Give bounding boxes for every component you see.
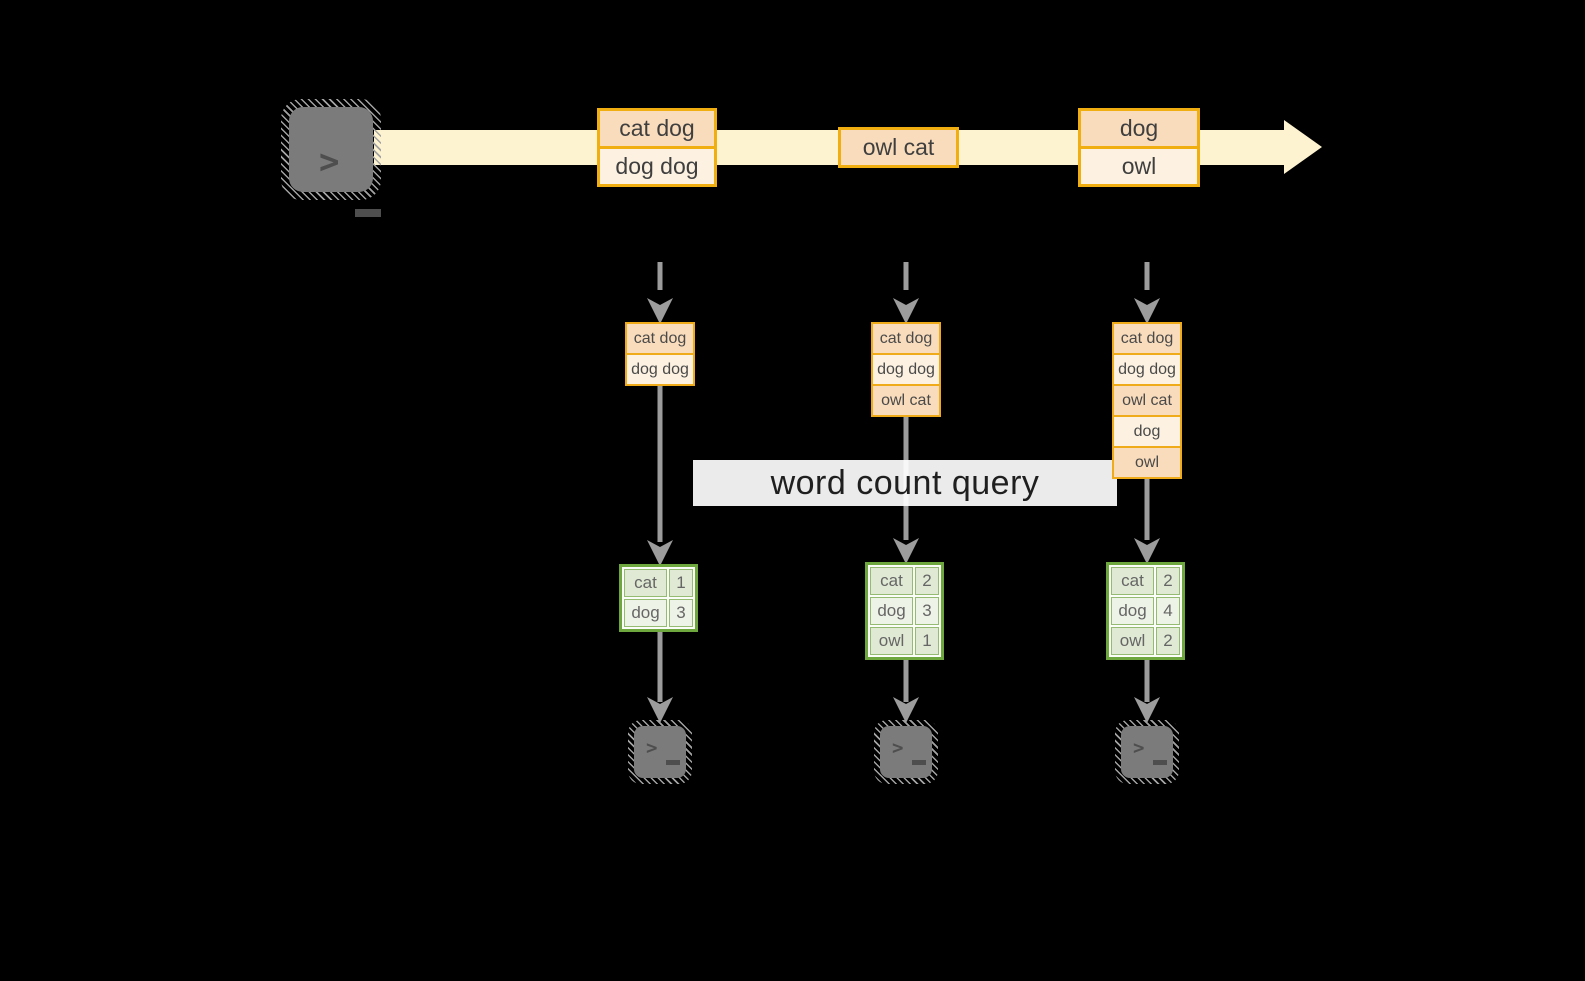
buffer-line: owl cat bbox=[871, 384, 941, 417]
count-value-cell: 4 bbox=[1156, 597, 1180, 625]
count-word-cell: dog bbox=[1111, 597, 1154, 625]
stream-message-line: owl bbox=[1081, 146, 1197, 184]
count-word-cell: dog bbox=[624, 599, 667, 627]
count-value-cell: 2 bbox=[1156, 567, 1180, 595]
stream-message-line: cat dog bbox=[600, 111, 714, 146]
terminal-underscore-icon bbox=[912, 760, 926, 765]
terminal-body: > bbox=[634, 726, 686, 778]
arrowhead-icon bbox=[647, 540, 673, 566]
buffer-line: owl bbox=[1112, 446, 1182, 479]
buffer-line: dog dog bbox=[625, 353, 695, 386]
output-terminal-icon: > bbox=[874, 720, 938, 784]
arrowhead-icon bbox=[1134, 697, 1160, 723]
terminal-prompt-icon: > bbox=[646, 737, 658, 759]
terminal-underscore-icon bbox=[355, 209, 381, 217]
buffer-line: cat dog bbox=[625, 322, 695, 355]
buffer-line: cat dog bbox=[1112, 322, 1182, 355]
arrowhead-icon bbox=[893, 298, 919, 324]
terminal-prompt-icon: > bbox=[319, 142, 340, 182]
terminal-body: > bbox=[880, 726, 932, 778]
terminal-body: > bbox=[1121, 726, 1173, 778]
stream-message-line: owl cat bbox=[841, 130, 956, 165]
count-word-cell: cat bbox=[624, 569, 667, 597]
count-word-cell: owl bbox=[1111, 627, 1154, 655]
buffer-line: cat dog bbox=[871, 322, 941, 355]
stream-message-line: dog dog bbox=[600, 146, 714, 184]
buffer-line: owl cat bbox=[1112, 384, 1182, 417]
arrowhead-icon bbox=[1134, 298, 1160, 324]
query-banner: word count query bbox=[693, 460, 1117, 506]
arrowhead-icon bbox=[647, 697, 673, 723]
terminal-underscore-icon bbox=[666, 760, 680, 765]
terminal-body: > bbox=[289, 107, 381, 217]
count-value-cell: 2 bbox=[915, 567, 939, 595]
output-terminal-icon: > bbox=[628, 720, 692, 784]
terminal-underscore-icon bbox=[1153, 760, 1167, 765]
count-word-cell: owl bbox=[870, 627, 913, 655]
query-banner-label: word count query bbox=[770, 463, 1040, 502]
count-word-cell: cat bbox=[1111, 567, 1154, 595]
count-value-cell: 1 bbox=[669, 569, 693, 597]
arrowhead-icon bbox=[893, 538, 919, 564]
arrowhead-icon bbox=[893, 697, 919, 723]
buffer-line: dog bbox=[1112, 415, 1182, 448]
buffer-line: dog dog bbox=[1112, 353, 1182, 386]
count-value-cell: 1 bbox=[915, 627, 939, 655]
arrowhead-icon bbox=[1134, 538, 1160, 564]
stream-arrowhead-icon bbox=[1284, 120, 1322, 174]
count-value-cell: 2 bbox=[1156, 627, 1180, 655]
count-value-cell: 3 bbox=[915, 597, 939, 625]
stream-message-line: dog bbox=[1081, 111, 1197, 146]
stream-message-box: owl cat bbox=[838, 127, 959, 168]
count-word-cell: cat bbox=[870, 567, 913, 595]
output-terminal-icon: > bbox=[1115, 720, 1179, 784]
count-word-cell: dog bbox=[870, 597, 913, 625]
buffer-line: dog dog bbox=[871, 353, 941, 386]
arrowhead-icon bbox=[647, 298, 673, 324]
source-terminal-icon: > bbox=[281, 99, 381, 217]
terminal-prompt-icon: > bbox=[892, 737, 904, 759]
terminal-prompt-icon: > bbox=[1133, 737, 1145, 759]
count-value-cell: 3 bbox=[669, 599, 693, 627]
